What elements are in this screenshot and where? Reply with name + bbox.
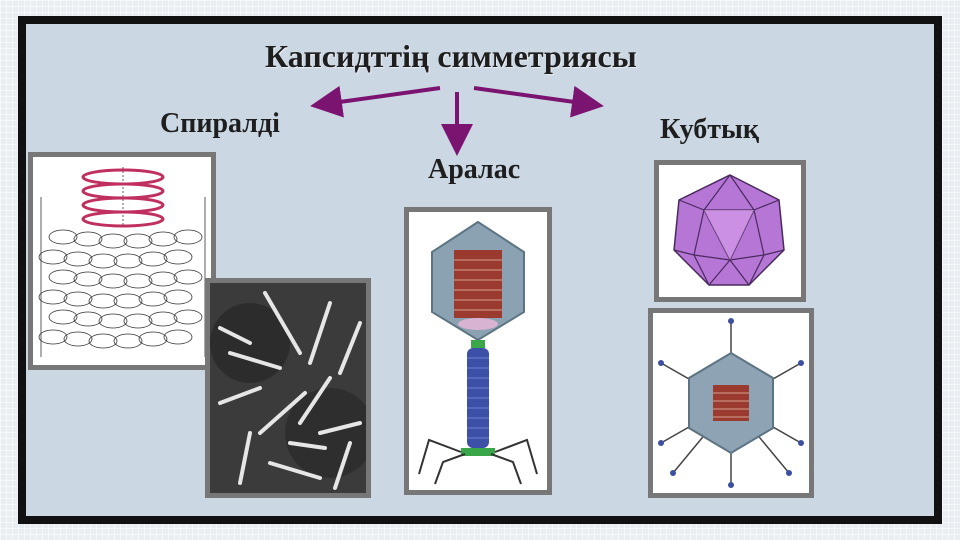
helical-capsid-image [28, 152, 216, 370]
rod-virus-micrograph [205, 278, 371, 498]
arrow-to-spiral [310, 85, 441, 118]
label-mixed: Аралас [428, 154, 521, 185]
label-cubic: Кубтық [660, 114, 759, 145]
arrow-to-cubic [473, 85, 604, 118]
icosahedron-image [654, 160, 806, 302]
adenovirus-image [648, 308, 814, 498]
slide-title: Капсидттің симметриясы [265, 38, 637, 74]
bacteriophage-image [404, 207, 552, 495]
label-spiral: Спиралді [160, 108, 280, 139]
